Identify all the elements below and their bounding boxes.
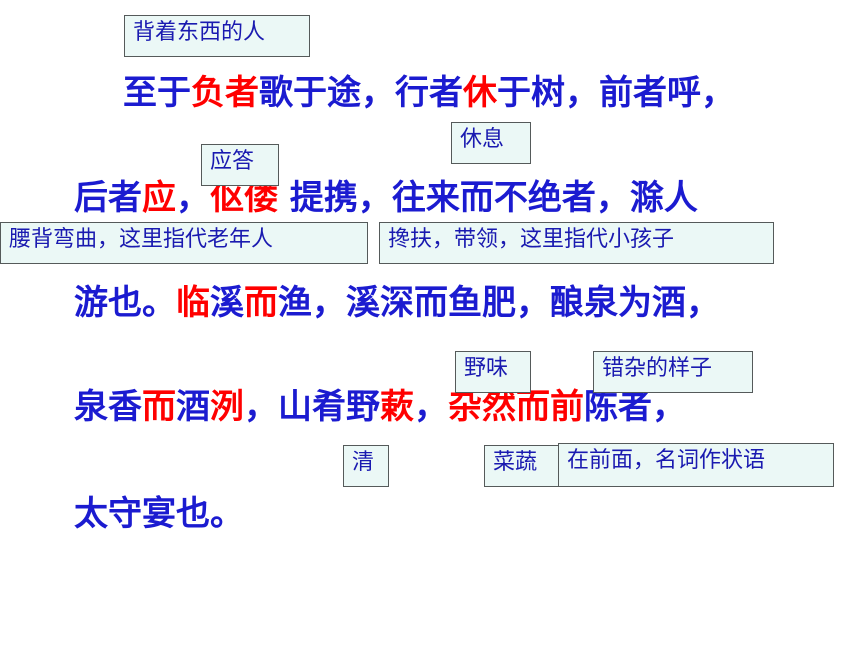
text-line-4: 泉香而酒洌，山肴野蔌，杂然而前陈者，	[74, 383, 686, 431]
note-tixie: 搀扶，带领，这里指代小孩子	[379, 222, 774, 264]
text-segment: 于树，前者呼，	[497, 73, 735, 113]
highlighted-word: 洌	[210, 387, 244, 427]
text-segment: 陈者，	[584, 387, 686, 427]
highlighted-word: 负者	[191, 73, 259, 113]
text-segment: 太守宴也。	[74, 494, 244, 534]
text-segment: 游也。	[74, 283, 176, 323]
text-segment: 提携，往来而不绝者，滁人	[278, 178, 698, 218]
highlighted-word: 临	[176, 283, 210, 323]
note-qian: 在前面，名词作状语	[558, 443, 834, 487]
note-ying: 应答	[201, 144, 279, 186]
text-segment: 酒	[176, 387, 210, 427]
text-segment: 至于	[123, 73, 191, 113]
note-xiu: 休息	[451, 122, 531, 164]
text-line-1: 至于负者歌于途，行者休于树，前者呼，	[123, 69, 735, 117]
highlighted-word: 而	[142, 387, 176, 427]
text-segment: 泉香	[74, 387, 142, 427]
note-caishu: 菜蔬	[484, 445, 560, 487]
text-segment: 后者	[74, 178, 142, 218]
highlighted-word: 杂然而前	[448, 387, 584, 427]
note-qing: 清	[343, 445, 389, 487]
text-segment: 歌于途，行者	[259, 73, 463, 113]
highlighted-word: 应	[142, 178, 176, 218]
note-yulou: 腰背弯曲，这里指代老年人	[0, 222, 368, 264]
text-line-3: 游也。临溪而渔，溪深而鱼肥，酿泉为酒，	[74, 279, 720, 327]
text-segment: 渔，溪深而鱼肥，酿泉为酒，	[278, 283, 720, 323]
text-segment: ，	[414, 387, 448, 427]
note-fuzhe: 背着东西的人	[124, 15, 310, 57]
highlighted-word: 休	[463, 73, 497, 113]
highlighted-word: 而	[244, 283, 278, 323]
text-segment: 溪	[210, 283, 244, 323]
text-line-5: 太守宴也。	[74, 490, 244, 538]
note-zaran: 错杂的样子	[593, 351, 753, 393]
highlighted-word: 蔌	[380, 387, 414, 427]
note-yewei: 野味	[455, 351, 531, 393]
text-segment: ，山肴野	[244, 387, 380, 427]
text-line-2: 后者应，伛偻 提携，往来而不绝者，滁人	[74, 174, 698, 222]
